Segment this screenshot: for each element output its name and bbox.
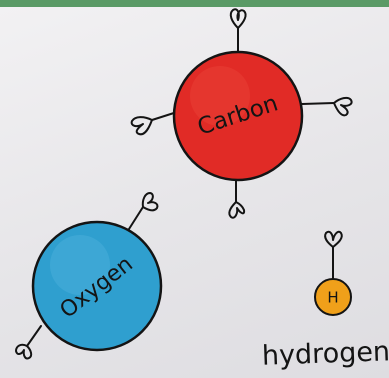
carbon-bond-right [301, 96, 353, 117]
oxygen-atom: Oxygen [31, 220, 163, 352]
oxygen-bond-bottom [15, 325, 42, 360]
hydrogen-atom: H [314, 278, 352, 316]
oxygen-atom-circle [31, 220, 163, 352]
hydrogen-caption: hydrogen [261, 336, 389, 371]
carbon-bond-bottom [228, 179, 246, 219]
carbon-bond-left [130, 111, 178, 136]
carbon-bond-top [229, 8, 247, 53]
carbon-atom: Carbon [172, 50, 304, 182]
oxygen-bond-top [128, 192, 159, 230]
carbon-atom-circle [172, 50, 304, 182]
hydrogen-bond [324, 230, 343, 280]
hydrogen-atom-circle [314, 278, 352, 316]
hydrogen-atom-symbol: H [327, 289, 338, 307]
top-border-strip [0, 0, 389, 7]
